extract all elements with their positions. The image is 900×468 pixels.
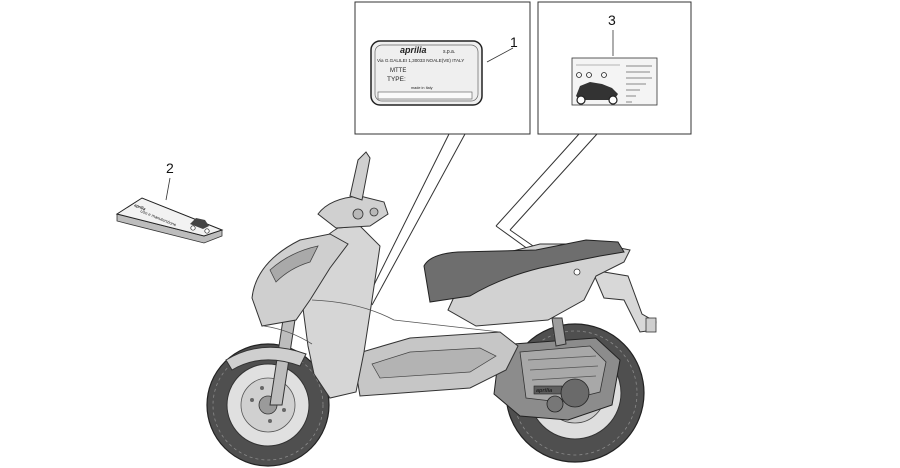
plate-made-in: made in Italy	[411, 86, 433, 90]
callout-number-3: 3	[608, 12, 616, 28]
callout-number-2: 2	[166, 160, 174, 176]
headlight	[269, 245, 319, 283]
front-nose	[251, 233, 349, 327]
seat	[423, 239, 625, 303]
scooter-illustration: aprilia	[206, 151, 657, 467]
owners-manual: aprilia Uso e manutenzione	[115, 197, 224, 244]
plate-brand-suffix: s.p.a.	[443, 49, 455, 55]
seat-lock	[573, 268, 581, 276]
rear-shock	[551, 317, 567, 347]
info-decal	[571, 57, 658, 106]
callout-box-1: 1 aprilia s.p.a. Via G.GALILEI 1,30033 N…	[354, 1, 531, 306]
engine-logo: aprilia	[536, 388, 552, 394]
mirror	[349, 151, 371, 201]
plate-mtte: MTTE	[390, 68, 406, 74]
leader-line-1	[486, 47, 514, 63]
plate-type: TYPE:	[387, 76, 406, 83]
leader-line-2	[165, 177, 171, 201]
front-fender	[225, 346, 307, 371]
callout-2: 2 aprilia Uso e manutenzione	[115, 160, 224, 244]
plate-brand: aprilia	[400, 45, 427, 55]
plate-address: Via G.GALILEI 1,30033 NOALE(VE) ITALY	[377, 58, 464, 63]
callout-number-1: 1	[510, 34, 518, 50]
id-plate: aprilia s.p.a. Via G.GALILEI 1,30033 NOA…	[370, 40, 483, 106]
engine-unit: aprilia	[493, 337, 621, 421]
front-wheel	[206, 343, 330, 467]
manual-brand: aprilia	[134, 202, 148, 211]
